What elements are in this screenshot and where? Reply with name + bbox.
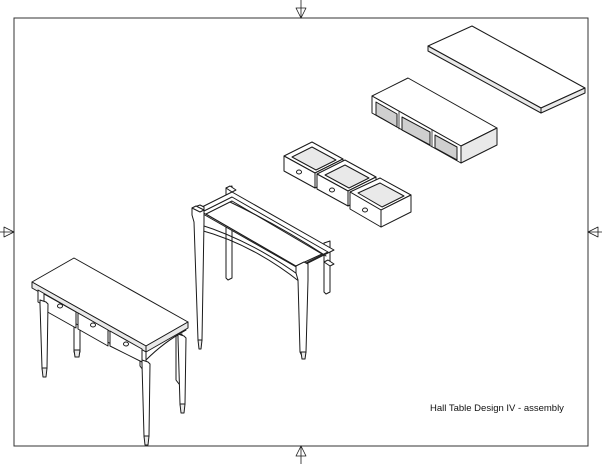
drawers (283, 141, 412, 228)
drawer-1-knob (296, 169, 302, 175)
drawer-3-knob (362, 207, 368, 213)
drawer-carcass (371, 77, 498, 164)
table-drawer-3-knob (123, 341, 129, 347)
table-top-panel (427, 25, 586, 114)
assembled-hall-table (31, 257, 189, 446)
center-marker-bottom (295, 445, 307, 464)
center-marker-left (0, 226, 15, 238)
center-marker-top (295, 0, 307, 19)
leg-frame (191, 185, 335, 360)
drawer-2-knob (329, 187, 335, 193)
table-drawer-1-knob (57, 303, 63, 309)
center-marker-right (587, 226, 602, 238)
table-drawer-2-knob (90, 322, 96, 328)
drawer-3 (349, 177, 412, 228)
drawing-title: Hall Table Design IV - assembly (430, 403, 564, 414)
